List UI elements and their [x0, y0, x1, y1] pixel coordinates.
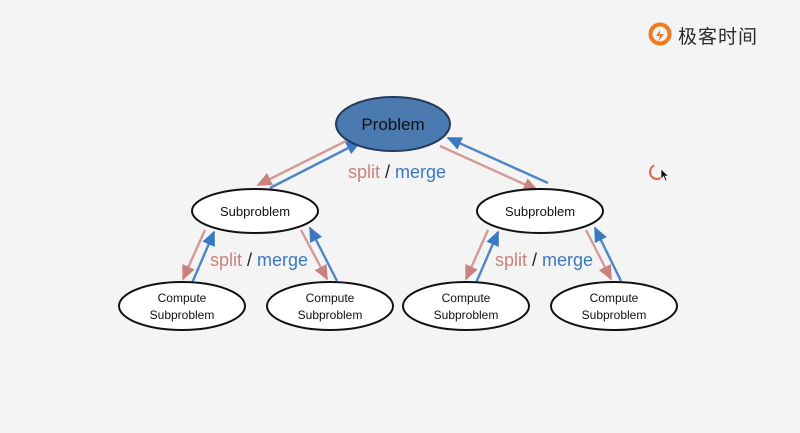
edge-label-top: split/merge	[348, 162, 446, 182]
subproblem-node-right: Subproblem	[476, 188, 604, 234]
geektime-logo-icon	[648, 22, 672, 46]
compute-label: Compute	[158, 291, 207, 305]
edge-label-right: split/merge	[495, 250, 593, 270]
subproblem-label: Subproblem	[434, 308, 499, 322]
problem-node: Problem	[335, 96, 451, 152]
merge-arrow-leaf4-right	[593, 226, 623, 282]
split-arrow-root-right	[439, 144, 539, 192]
separator-text: /	[385, 162, 390, 182]
compute-subproblem-node-3: Compute Subproblem	[402, 281, 530, 331]
split-arrow-right-leaf3	[464, 229, 490, 281]
compute-label: Compute	[442, 291, 491, 305]
merge-arrow-leaf3-right	[474, 230, 500, 284]
merge-text: merge	[542, 250, 593, 270]
separator-text: /	[247, 250, 252, 270]
subproblem-label: Subproblem	[220, 204, 290, 219]
split-arrow-right-leaf4	[584, 229, 613, 281]
compute-subproblem-node-4: Compute Subproblem	[550, 281, 678, 331]
edge-label-left: split/merge	[210, 250, 308, 270]
subproblem-label: Subproblem	[582, 308, 647, 322]
compute-label: Compute	[590, 291, 639, 305]
separator-text: /	[532, 250, 537, 270]
merge-text: merge	[395, 162, 446, 182]
merge-arrow-leaf1-left	[190, 230, 216, 284]
brand-logo: 极客时间	[648, 20, 758, 50]
compute-subproblem-node-2: Compute Subproblem	[266, 281, 394, 331]
merge-arrow-left-root	[269, 140, 362, 190]
problem-label: Problem	[361, 115, 424, 134]
merge-arrow-right-root	[446, 136, 549, 185]
split-arrow-left-leaf2	[299, 229, 329, 281]
brand-name: 极客时间	[678, 25, 759, 48]
split-text: split	[210, 250, 242, 270]
split-arrow-root-left	[256, 138, 349, 187]
subproblem-label: Subproblem	[150, 308, 215, 322]
compute-subproblem-node-1: Compute Subproblem	[118, 281, 246, 331]
merge-text: merge	[257, 250, 308, 270]
compute-label: Compute	[306, 291, 355, 305]
split-text: split	[348, 162, 380, 182]
subproblem-label: Subproblem	[505, 204, 575, 219]
split-text: split	[495, 250, 527, 270]
subproblem-node-left: Subproblem	[191, 188, 319, 234]
subproblem-label: Subproblem	[298, 308, 363, 322]
split-arrow-left-leaf1	[181, 229, 207, 281]
merge-arrow-leaf2-left	[308, 226, 339, 282]
mouse-cursor-icon	[660, 168, 670, 182]
